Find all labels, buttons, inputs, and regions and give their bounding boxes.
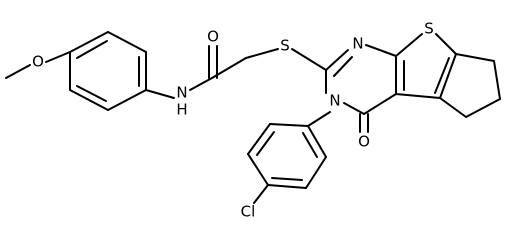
bond-s-c7a [435,33,457,55]
thioether-sulfur-label: S [280,37,290,55]
chemical-structure-diagram: O N H O S N S N O Cl [5,20,501,221]
bond-phenyl-inner-3 [76,85,107,102]
methoxy-oxygen-label: O [32,53,44,71]
bond-c6-c5 [465,98,501,118]
thiophene-sulfur-label: S [424,20,434,38]
bond-chlorophenyl-inner-3 [302,132,318,158]
bond-n3-aryl [307,111,331,127]
bond-c4b-c4a [395,93,441,99]
bond-s-c2 [291,48,327,71]
bond-ch2-s [245,48,279,59]
amide-carbonyl-oxygen-label: O [207,28,219,46]
bond-c7-c6 [493,60,501,100]
ring-carbonyl-oxygen-label: O [358,133,370,151]
bond-phenyl-a [69,31,109,53]
chlorine-label: Cl [241,203,256,221]
bond-c4a-c4 [363,93,397,115]
bond-chlorophenyl-inner-2 [271,177,303,181]
bond-ring-n [145,89,175,99]
bond-phenyl-b [107,31,147,53]
atom-label-layer: O N H O S N S N O Cl [32,20,434,221]
bond-c2-n1-b [333,56,353,77]
bond-phenyl-d [107,89,147,111]
bond-n1-c8a [365,44,397,57]
bond-c7a-c7 [455,53,495,62]
bond-chlorophenyl-c [247,153,269,186]
bond-chlorophenyl-d [267,184,307,189]
bond-phenyl-inner-1 [76,40,108,59]
bond-o-ring [45,51,71,63]
bond-layer [5,31,501,204]
bond-chlorophenyl-e [305,156,327,189]
bond-c4-n3 [343,102,365,115]
bond-chlorophenyl-f [307,125,327,158]
bond-chlorophenyl-a [269,123,309,127]
bond-chlorophenyl-b [247,123,271,155]
pyrimidine-n1-label: N [352,35,363,53]
amide-hydrogen-label: H [176,101,187,119]
bond-c8a-s [395,33,423,57]
bond-n-carbonyl [189,77,213,91]
bond-c2-n1-a [325,49,349,71]
bond-phenyl-e [69,89,109,111]
amide-nitrogen-label: N [176,84,187,102]
bond-c7a-c4b-b [434,57,450,94]
bond-methyl-o [5,64,31,79]
bond-carbonyl-ch2 [211,57,247,79]
pyrimidine-n3-label: N [329,92,340,110]
bond-c7a-c4b-a [439,53,457,99]
bond-ring-cl [253,184,269,204]
bond-c5-c4b [439,97,467,118]
bond-chlorophenyl-inner-1 [256,131,275,156]
